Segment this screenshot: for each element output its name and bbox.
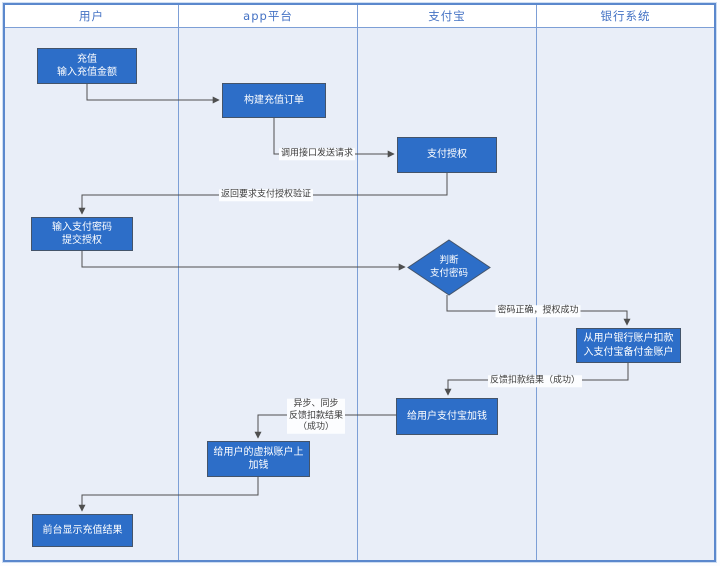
lane-header-bank-system: 银行系统 — [537, 5, 714, 28]
node-bank-deduct: 从用户银行账户扣款 入支付宝备付金账户 — [576, 328, 681, 363]
node-show-result: 前台显示充值结果 — [32, 514, 133, 547]
lane-body-bank-system — [537, 28, 714, 560]
edge-label-deduct-result: 反馈扣款结果（成功） — [487, 375, 583, 387]
node-alipay-credit: 给用户支付宝加钱 — [396, 398, 498, 435]
node-pay-auth: 支付授权 — [397, 137, 497, 173]
lane-header-user: 用户 — [5, 5, 178, 28]
edge-alipay-credit-to-virtual-credit — [254, 414, 396, 439]
node-virtual-credit: 给用户的虚拟账户上 加钱 — [207, 441, 310, 477]
lane-bank-system: 银行系统 — [536, 5, 714, 560]
lane-body-user — [5, 28, 178, 560]
edge-virtual-credit-to-show-result — [78, 477, 259, 512]
edge-label-password-ok: 密码正确，授权成功 — [495, 305, 581, 317]
lane-header-alipay: 支付宝 — [358, 5, 536, 28]
edge-label-async-sync: 异步、同步 反馈扣款结果 （成功） — [286, 398, 346, 434]
edge-enter-password-to-check — [81, 251, 406, 271]
node-build-order: 构建充值订单 — [222, 83, 326, 118]
edge-label-return-auth: 返回要求支付授权验证 — [218, 189, 314, 201]
node-check-password: 判断 支付密码 — [429, 255, 468, 279]
node-check-password-shape — [407, 239, 491, 296]
edge-recharge-to-build-order — [86, 84, 220, 104]
edge-label-call-api: 调用接口发送请求 — [278, 148, 356, 160]
node-recharge: 充值 输入充值金额 — [37, 48, 137, 84]
lane-user: 用户 — [5, 5, 178, 560]
lane-header-app-platform: app平台 — [179, 5, 357, 28]
node-enter-password: 输入支付密码 提交授权 — [31, 217, 133, 251]
